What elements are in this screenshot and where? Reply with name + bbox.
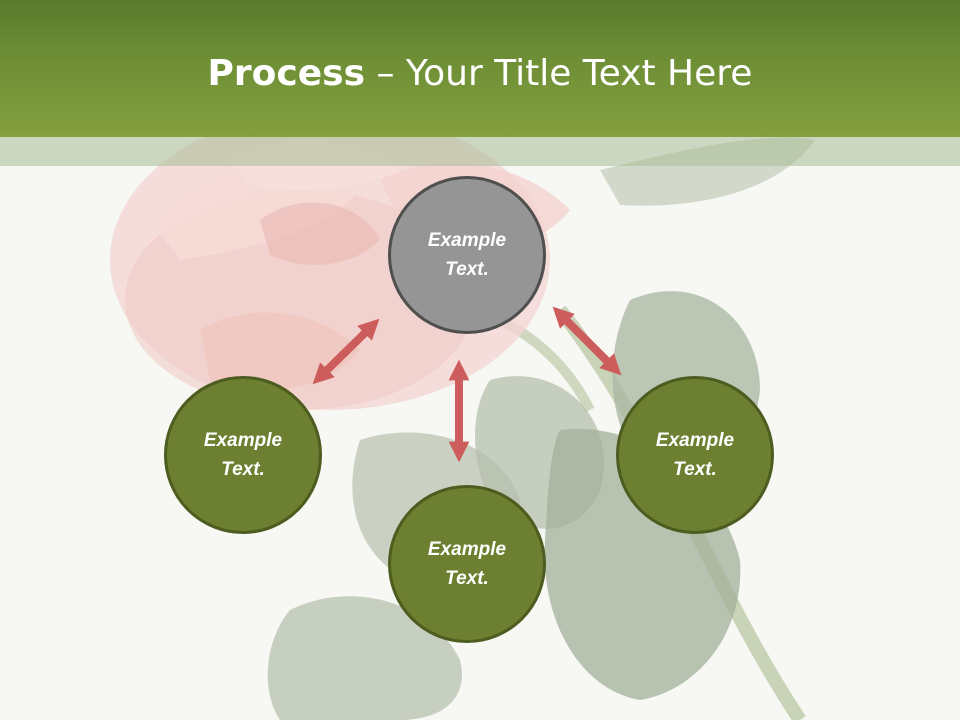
center-node: Example Text.	[388, 176, 546, 334]
slide-title: Process – Your Title Text Here	[0, 52, 960, 96]
left-node-line2: Text.	[221, 459, 265, 480]
bottom-node-line2: Text.	[445, 568, 489, 589]
bottom-node-line1: Example	[427, 539, 507, 560]
title-bar	[0, 0, 960, 137]
title-bold-part: Process	[207, 53, 366, 94]
title-bar-strip	[0, 137, 960, 166]
title-rest-part: – Your Title Text Here	[365, 53, 753, 94]
right-node-line1: Example	[655, 430, 735, 451]
bottom-node: Example Text.	[388, 485, 546, 643]
arrow-top-right	[552, 306, 622, 376]
left-node-line1: Example	[203, 430, 283, 451]
arrow-top-left	[312, 318, 380, 385]
right-node-line2: Text.	[673, 459, 717, 480]
center-node-line2: Text.	[445, 259, 489, 280]
right-node: Example Text.	[616, 376, 774, 534]
center-node-line1: Example	[427, 230, 507, 251]
left-node: Example Text.	[164, 376, 322, 534]
